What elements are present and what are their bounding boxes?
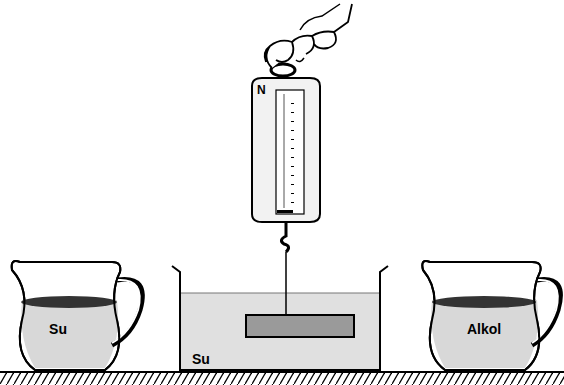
water-jug [12,261,143,370]
beaker [172,266,388,371]
hand [265,4,352,68]
hook [281,222,288,252]
jug-label: Alkol [467,322,501,336]
string [285,252,287,315]
unit-label: N [257,84,266,96]
hand-detail [296,4,340,62]
beaker-label: Su [192,352,210,366]
spring-scale [252,78,320,222]
ground-line [0,371,564,373]
ground-hatch [0,373,564,385]
jug-label: Su [49,322,67,336]
block [246,315,354,337]
alcohol-jug [422,261,560,370]
